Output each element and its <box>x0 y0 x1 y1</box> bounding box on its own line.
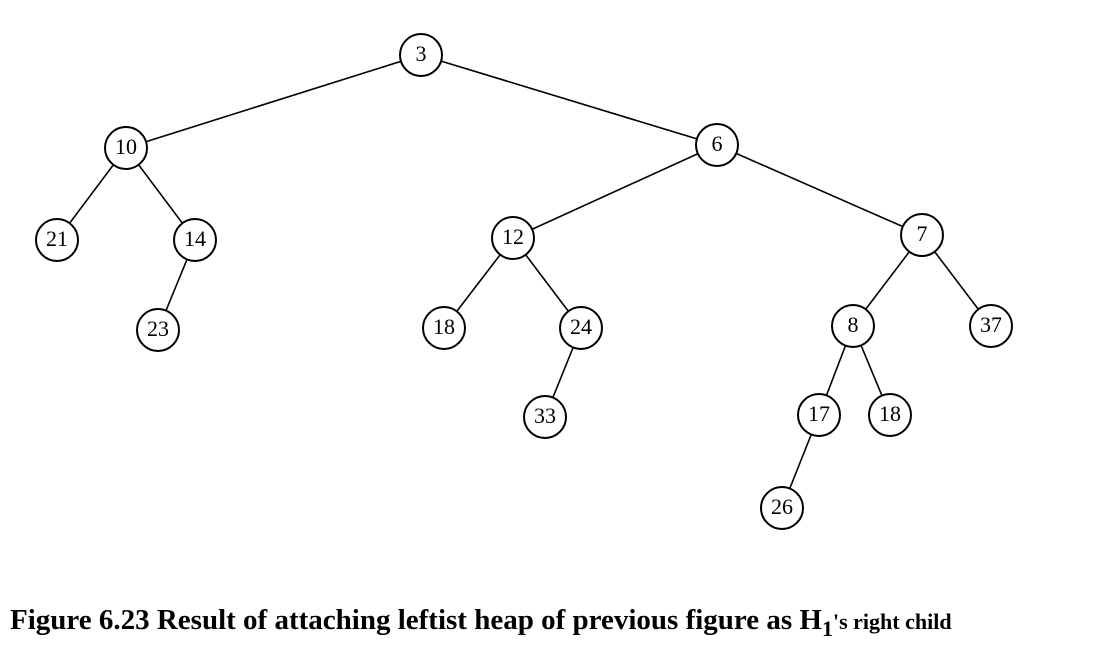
tree-node-n14: 14 <box>173 218 217 262</box>
tree-node-n17: 17 <box>797 393 841 437</box>
node-label: 3 <box>416 41 427 66</box>
tree-edge-n3-n6 <box>420 54 718 146</box>
caption-main-text: Figure 6.23 Result of attaching leftist … <box>10 604 822 636</box>
node-label: 24 <box>570 314 592 339</box>
node-label: 18 <box>879 401 901 426</box>
caption-tail-text: 's right child <box>832 609 952 634</box>
tree-node-n26: 26 <box>760 486 804 530</box>
node-label: 12 <box>502 224 524 249</box>
tree-edge-n6-n7 <box>716 144 923 236</box>
node-label: 23 <box>147 316 169 341</box>
tree-node-n24: 24 <box>559 306 603 350</box>
tree-node-n33: 33 <box>523 395 567 439</box>
node-label: 6 <box>712 131 723 156</box>
node-circle <box>868 393 912 437</box>
node-circle <box>399 33 443 77</box>
node-circle <box>900 213 944 257</box>
tree-edges <box>56 54 992 509</box>
tree-edge-n6-n12 <box>512 144 718 239</box>
node-circle <box>695 123 739 167</box>
node-circle <box>760 486 804 530</box>
node-label: 37 <box>980 312 1002 337</box>
node-label: 26 <box>771 494 793 519</box>
node-label: 10 <box>115 134 137 159</box>
node-label: 7 <box>917 221 928 246</box>
node-label: 21 <box>46 226 68 251</box>
tree-node-n3: 3 <box>399 33 443 77</box>
tree-node-n37: 37 <box>969 304 1013 348</box>
node-label: 14 <box>184 226 206 251</box>
node-circle <box>422 306 466 350</box>
tree-node-n23: 23 <box>136 308 180 352</box>
figure-caption: Figure 6.23 Result of attaching leftist … <box>10 604 952 641</box>
node-label: 33 <box>534 403 556 428</box>
node-circle <box>136 308 180 352</box>
node-circle <box>173 218 217 262</box>
tree-node-n18a: 18 <box>422 306 466 350</box>
node-circle <box>831 304 875 348</box>
tree-node-n7: 7 <box>900 213 944 257</box>
tree-node-n12: 12 <box>491 216 535 260</box>
caption-subscript: 1 <box>821 616 833 641</box>
node-label: 17 <box>808 401 830 426</box>
node-label: 18 <box>433 314 455 339</box>
node-circle <box>523 395 567 439</box>
node-circle <box>104 126 148 170</box>
tree-node-n10: 10 <box>104 126 148 170</box>
tree-nodes: 3 10 6 21 14 23 12 7 18 24 33 8 37 17 18 26 <box>35 33 1013 530</box>
node-circle <box>969 304 1013 348</box>
node-circle <box>35 218 79 262</box>
leftist-heap-tree-diagram: 3 10 6 21 14 23 12 7 18 24 33 8 37 17 18 26 <box>35 33 1013 530</box>
node-label: 8 <box>848 312 859 337</box>
node-circle <box>559 306 603 350</box>
node-circle <box>797 393 841 437</box>
tree-node-n21: 21 <box>35 218 79 262</box>
node-circle <box>491 216 535 260</box>
tree-node-n6: 6 <box>695 123 739 167</box>
tree-node-n8: 8 <box>831 304 875 348</box>
tree-node-n18b: 18 <box>868 393 912 437</box>
tree-edge-n3-n10 <box>125 54 422 149</box>
